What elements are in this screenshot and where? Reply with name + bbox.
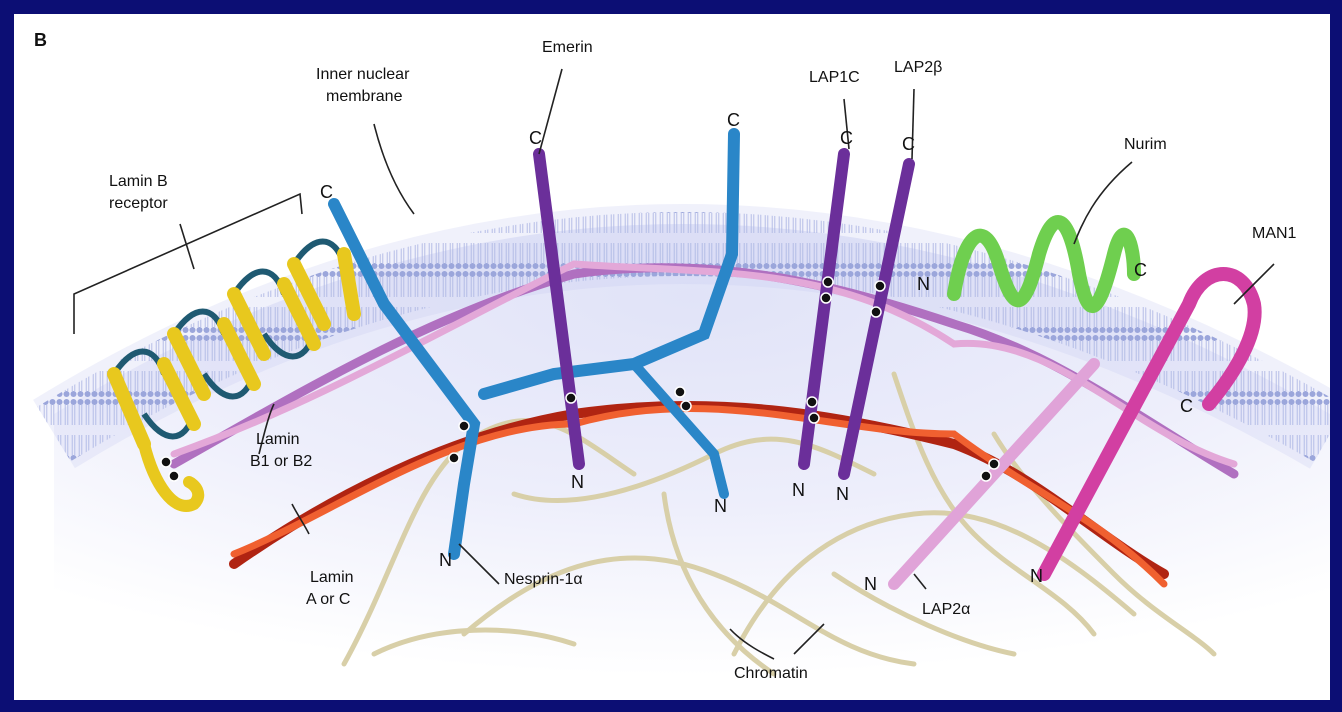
lamin-b-receptor-label-2: receptor	[109, 195, 168, 212]
n-terminus-lap2a: N	[864, 574, 877, 594]
nuclear-envelope-diagram: B Lamin B receptor Inner nuclear membran…	[14, 14, 1330, 700]
c-terminus-nurim: C	[1134, 260, 1147, 280]
n-terminus-lap2b: N	[836, 484, 849, 504]
n-terminus-nesprin-right: N	[714, 496, 727, 516]
lamin-b-receptor-label-1: Lamin B	[109, 173, 168, 190]
n-terminus-man1: N	[1030, 566, 1043, 586]
panel-letter: B	[34, 30, 47, 50]
chromatin-label: Chromatin	[734, 665, 808, 682]
emerin-label: Emerin	[542, 39, 593, 56]
lamin-ac-label-2: A or C	[306, 591, 350, 608]
lamin-b12-label-2: B1 or B2	[250, 453, 312, 470]
c-terminus-man1: C	[1180, 396, 1193, 416]
n-terminus-nesprin-left: N	[439, 550, 452, 570]
c-terminus-nesprin-right: C	[727, 110, 740, 130]
nurim-label: Nurim	[1124, 136, 1167, 153]
n-terminus-lap1c: N	[792, 480, 805, 500]
inner-membrane-label-2: membrane	[326, 88, 403, 105]
inner-membrane-label-1: Inner nuclear	[316, 66, 410, 83]
c-terminus-lap1c: C	[840, 128, 853, 148]
lamin-ac-label-1: Lamin	[310, 569, 354, 586]
c-terminus-lap2b: C	[902, 134, 915, 154]
man1-label: MAN1	[1252, 225, 1297, 242]
n-terminus-emerin: N	[571, 472, 584, 492]
lap1c-label: LAP1C	[809, 69, 860, 86]
n-terminus-nurim: N	[917, 274, 930, 294]
lap2a-label: LAP2α	[922, 601, 970, 618]
lamin-b12-label-1: Lamin	[256, 431, 300, 448]
c-terminus-nesprin-left: C	[320, 182, 333, 202]
nesprin-label: Nesprin-1α	[504, 571, 583, 588]
lap2b-label: LAP2β	[894, 59, 942, 76]
c-terminus-emerin: C	[529, 128, 542, 148]
figure-panel: B Lamin B receptor Inner nuclear membran…	[14, 14, 1330, 700]
